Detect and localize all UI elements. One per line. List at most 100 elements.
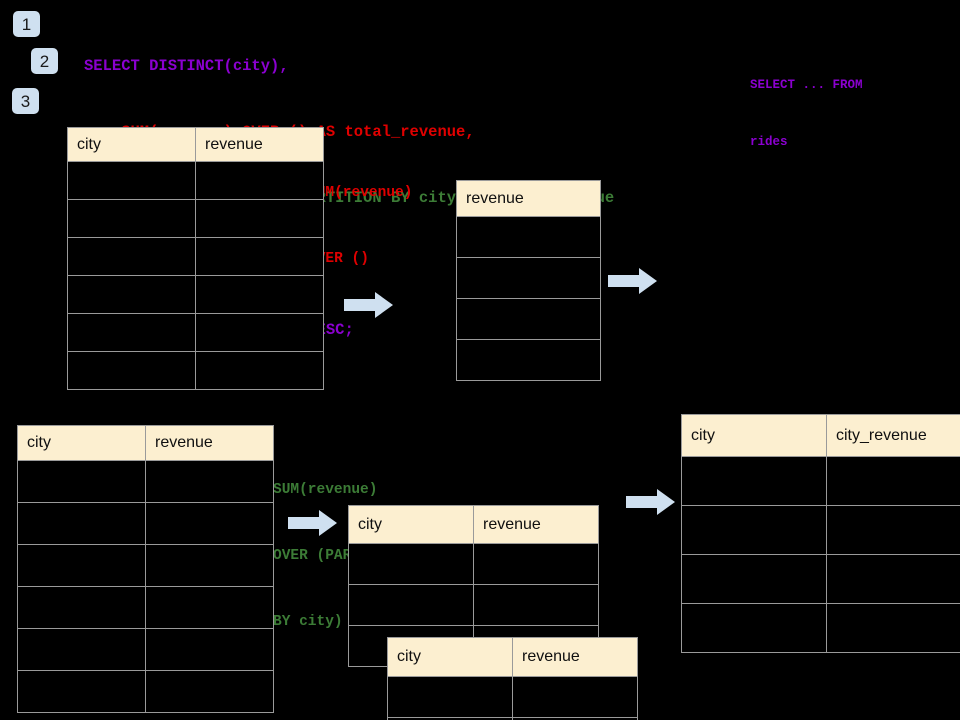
- table-total-revenue-header-revenue: revenue: [456, 180, 601, 217]
- arrow-total-to-result: [608, 266, 658, 296]
- table-row: [17, 586, 274, 629]
- table-row: [387, 676, 638, 718]
- table-row: [17, 544, 274, 587]
- table-cell: [512, 717, 638, 720]
- table-cell: [67, 313, 196, 352]
- arrow-rides-to-total: [344, 290, 394, 320]
- annotation-total-revenue-line1: SUM(revenue): [308, 185, 413, 201]
- table-cell: [17, 670, 146, 713]
- table-cell: [456, 257, 601, 299]
- table-row: [681, 603, 960, 653]
- select-from-rides-note: SELECT ... FROM rides: [750, 38, 863, 190]
- table-partition-back-header-row: city revenue: [348, 505, 599, 544]
- table-partition-front-header-revenue: revenue: [512, 637, 638, 677]
- table-total-revenue: revenue: [456, 180, 601, 381]
- table-row: [67, 275, 324, 314]
- table-row: [681, 554, 960, 604]
- table-partition-front: city revenue: [387, 637, 638, 720]
- table-row: [456, 298, 601, 340]
- step-badge-3-label: 3: [20, 91, 31, 111]
- arrow-rides-to-partition: [288, 508, 338, 538]
- table-cell: [681, 603, 827, 653]
- table-result: city city_revenue: [681, 414, 960, 653]
- table-row: [17, 628, 274, 671]
- table-cell: [67, 237, 196, 276]
- table-cell: [145, 586, 274, 629]
- table-cell: [348, 543, 474, 585]
- table-result-header-row: city city_revenue: [681, 414, 960, 457]
- table-rides-bottom-header-row: city revenue: [17, 425, 274, 461]
- table-cell: [67, 161, 196, 200]
- table-cell: [473, 543, 599, 585]
- select-from-rides-note-line1: SELECT ... FROM: [750, 78, 863, 92]
- table-row: [681, 505, 960, 555]
- table-partition-back-header-revenue: revenue: [473, 505, 599, 544]
- table-rides-bottom-header-city: city: [17, 425, 146, 461]
- table-row: [681, 456, 960, 506]
- table-partition-back-header-city: city: [348, 505, 474, 544]
- table-row: [456, 216, 601, 258]
- table-cell: [681, 505, 827, 555]
- table-result-header-city: city: [681, 414, 827, 457]
- table-rides-top-header-city: city: [67, 127, 196, 162]
- table-total-revenue-header-row: revenue: [456, 180, 601, 217]
- table-cell: [195, 275, 324, 314]
- table-partition-front-header-row: city revenue: [387, 637, 638, 677]
- table-cell: [195, 237, 324, 276]
- table-cell: [473, 584, 599, 626]
- table-cell: [195, 313, 324, 352]
- annotation-city-revenue: SUM(revenue) OVER (PARTITION BY city): [273, 435, 404, 677]
- table-cell: [145, 502, 274, 545]
- step-badge-1: 1: [13, 11, 40, 37]
- table-partition-front-header-city: city: [387, 637, 513, 677]
- step-badge-3: 3: [12, 88, 39, 114]
- table-cell: [826, 456, 960, 506]
- annotation-city-revenue-line3: BY city): [273, 614, 343, 630]
- table-cell: [195, 161, 324, 200]
- table-row: [67, 161, 324, 200]
- table-cell: [456, 298, 601, 340]
- table-row: [67, 237, 324, 276]
- table-cell: [512, 676, 638, 718]
- table-rides-bottom: city revenue: [17, 425, 274, 713]
- table-cell: [387, 676, 513, 718]
- table-rides-top: city revenue: [67, 127, 324, 390]
- table-row: [348, 543, 599, 585]
- table-cell: [145, 628, 274, 671]
- table-cell: [67, 275, 196, 314]
- annotation-city-revenue-line1: SUM(revenue): [273, 482, 378, 498]
- select-from-rides-note-line2: rides: [750, 135, 788, 149]
- table-rides-top-header-revenue: revenue: [195, 127, 324, 162]
- table-cell: [681, 456, 827, 506]
- table-rides-top-header-row: city revenue: [67, 127, 324, 162]
- sql-line-select: SELECT DISTINCT(city),: [84, 57, 289, 75]
- table-cell: [145, 544, 274, 587]
- table-rides-bottom-header-revenue: revenue: [145, 425, 274, 461]
- table-cell: [17, 586, 146, 629]
- table-cell: [456, 339, 601, 381]
- table-row: [456, 339, 601, 381]
- table-row: [348, 584, 599, 626]
- table-row: [17, 502, 274, 545]
- table-row: [17, 460, 274, 503]
- table-cell: [67, 199, 196, 238]
- arrow-partition-to-result: [626, 487, 676, 517]
- table-cell: [681, 554, 827, 604]
- table-cell: [826, 505, 960, 555]
- table-row: [17, 670, 274, 713]
- table-cell: [17, 460, 146, 503]
- table-cell: [195, 199, 324, 238]
- table-cell: [348, 584, 474, 626]
- table-row: [67, 313, 324, 352]
- table-row: [387, 717, 638, 720]
- table-cell: [145, 670, 274, 713]
- table-cell: [195, 351, 324, 390]
- table-row: [67, 199, 324, 238]
- table-cell: [17, 544, 146, 587]
- table-cell: [17, 628, 146, 671]
- table-result-header-city-revenue: city_revenue: [826, 414, 960, 457]
- step-badge-1-label: 1: [21, 14, 32, 34]
- table-cell: [67, 351, 196, 390]
- table-row: [456, 257, 601, 299]
